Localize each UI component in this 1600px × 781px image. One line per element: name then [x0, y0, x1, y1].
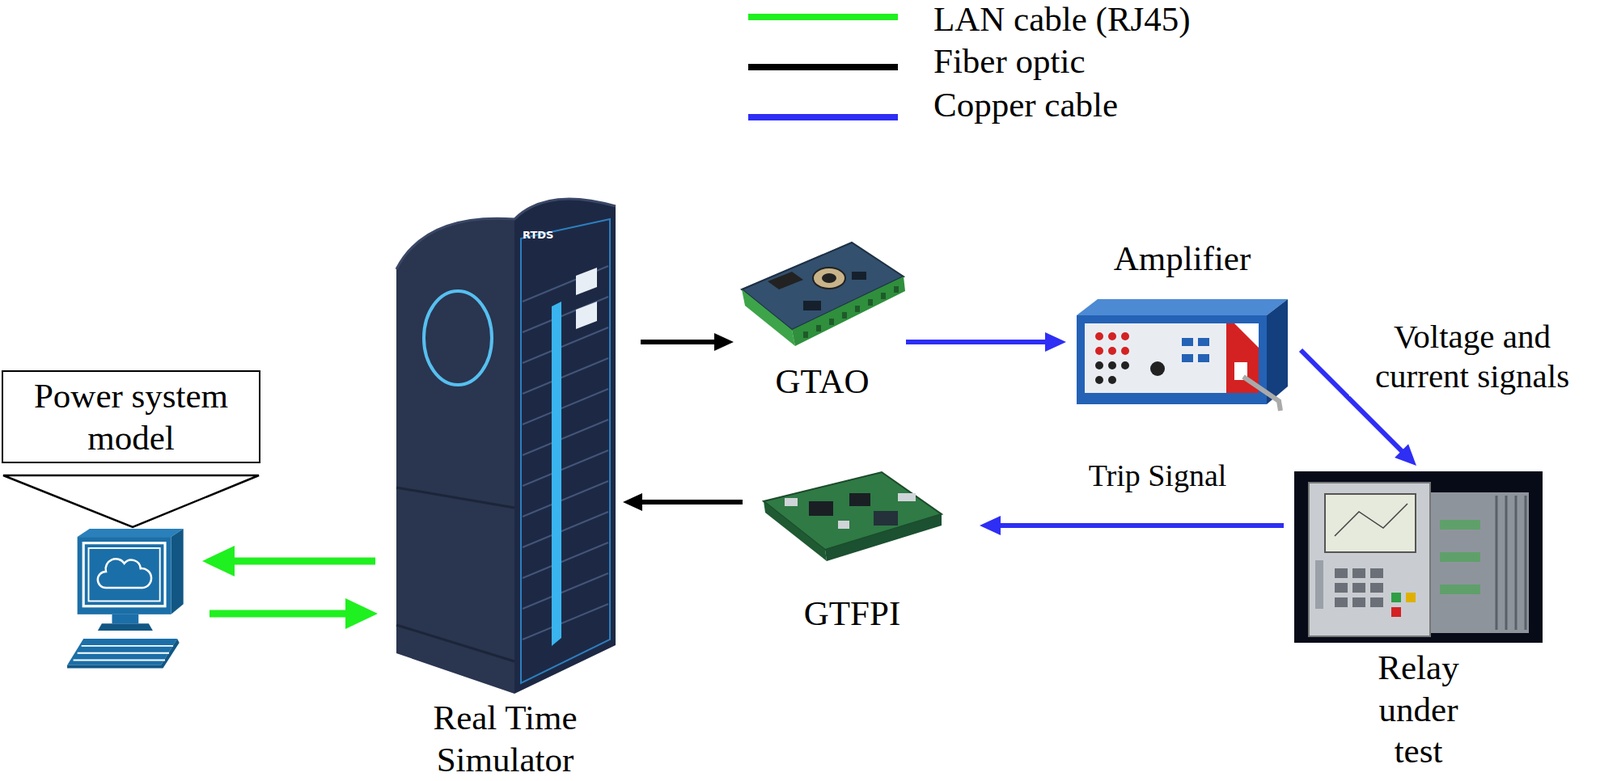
simulator-cabinet — [396, 198, 616, 695]
gtao-board — [741, 242, 906, 347]
connector-arrow — [979, 516, 1284, 536]
callout-pointer — [3, 475, 259, 528]
callout-box: Power system model — [1, 370, 261, 464]
arrow-head — [345, 598, 378, 630]
amplifier-node: Amplifier — [1076, 297, 1288, 414]
arrow-head — [1045, 332, 1067, 352]
connector-line — [640, 339, 720, 345]
arrow-head — [622, 493, 643, 512]
device-label: GTFPI — [771, 592, 934, 635]
simulator-node: Real Time Simulator — [393, 188, 618, 695]
connector-line — [224, 558, 376, 566]
relay-device — [1294, 471, 1543, 644]
connector-line — [905, 339, 1052, 345]
connector-arrow — [209, 598, 378, 630]
legend-swatch — [748, 63, 898, 71]
signal-label: Voltage and current signals — [1349, 317, 1596, 397]
connector-arrow — [905, 332, 1067, 352]
brand-logo: RTDS — [522, 229, 554, 241]
arrow-head — [979, 516, 1001, 536]
connector-line — [636, 499, 743, 505]
device-label: Real Time Simulator — [396, 697, 615, 781]
connector-line — [209, 610, 356, 618]
connector-arrow — [640, 333, 734, 352]
connector-line — [994, 523, 1284, 529]
gtfpi-node: GTFPI — [760, 469, 944, 577]
computer-node: Power system model — [63, 529, 187, 669]
legend-swatch — [748, 13, 898, 21]
device-label: GTAO — [741, 360, 904, 403]
gtfpi-board — [763, 472, 942, 562]
computer-icon — [67, 529, 184, 669]
signal-label: Trip Signal — [1075, 457, 1241, 496]
legend-text: LAN cable (RJ45) — [933, 0, 1191, 39]
legend-text: Copper cable — [933, 85, 1118, 124]
gtao-node: GTAO — [738, 239, 906, 360]
arrow-head — [1394, 444, 1417, 466]
connector-arrow — [202, 546, 376, 577]
arrow-head — [714, 333, 734, 352]
relay-node: Relay under test — [1294, 471, 1543, 644]
callout-text: Power system model — [6, 375, 256, 459]
device-label: Amplifier — [1077, 237, 1288, 280]
device-label: Relay under test — [1358, 647, 1480, 773]
connector-arrow — [622, 493, 743, 512]
legend-text: Fiber optic — [933, 42, 1086, 81]
legend-swatch — [748, 114, 898, 121]
arrow-head — [202, 546, 235, 577]
amplifier-device — [1076, 299, 1288, 411]
